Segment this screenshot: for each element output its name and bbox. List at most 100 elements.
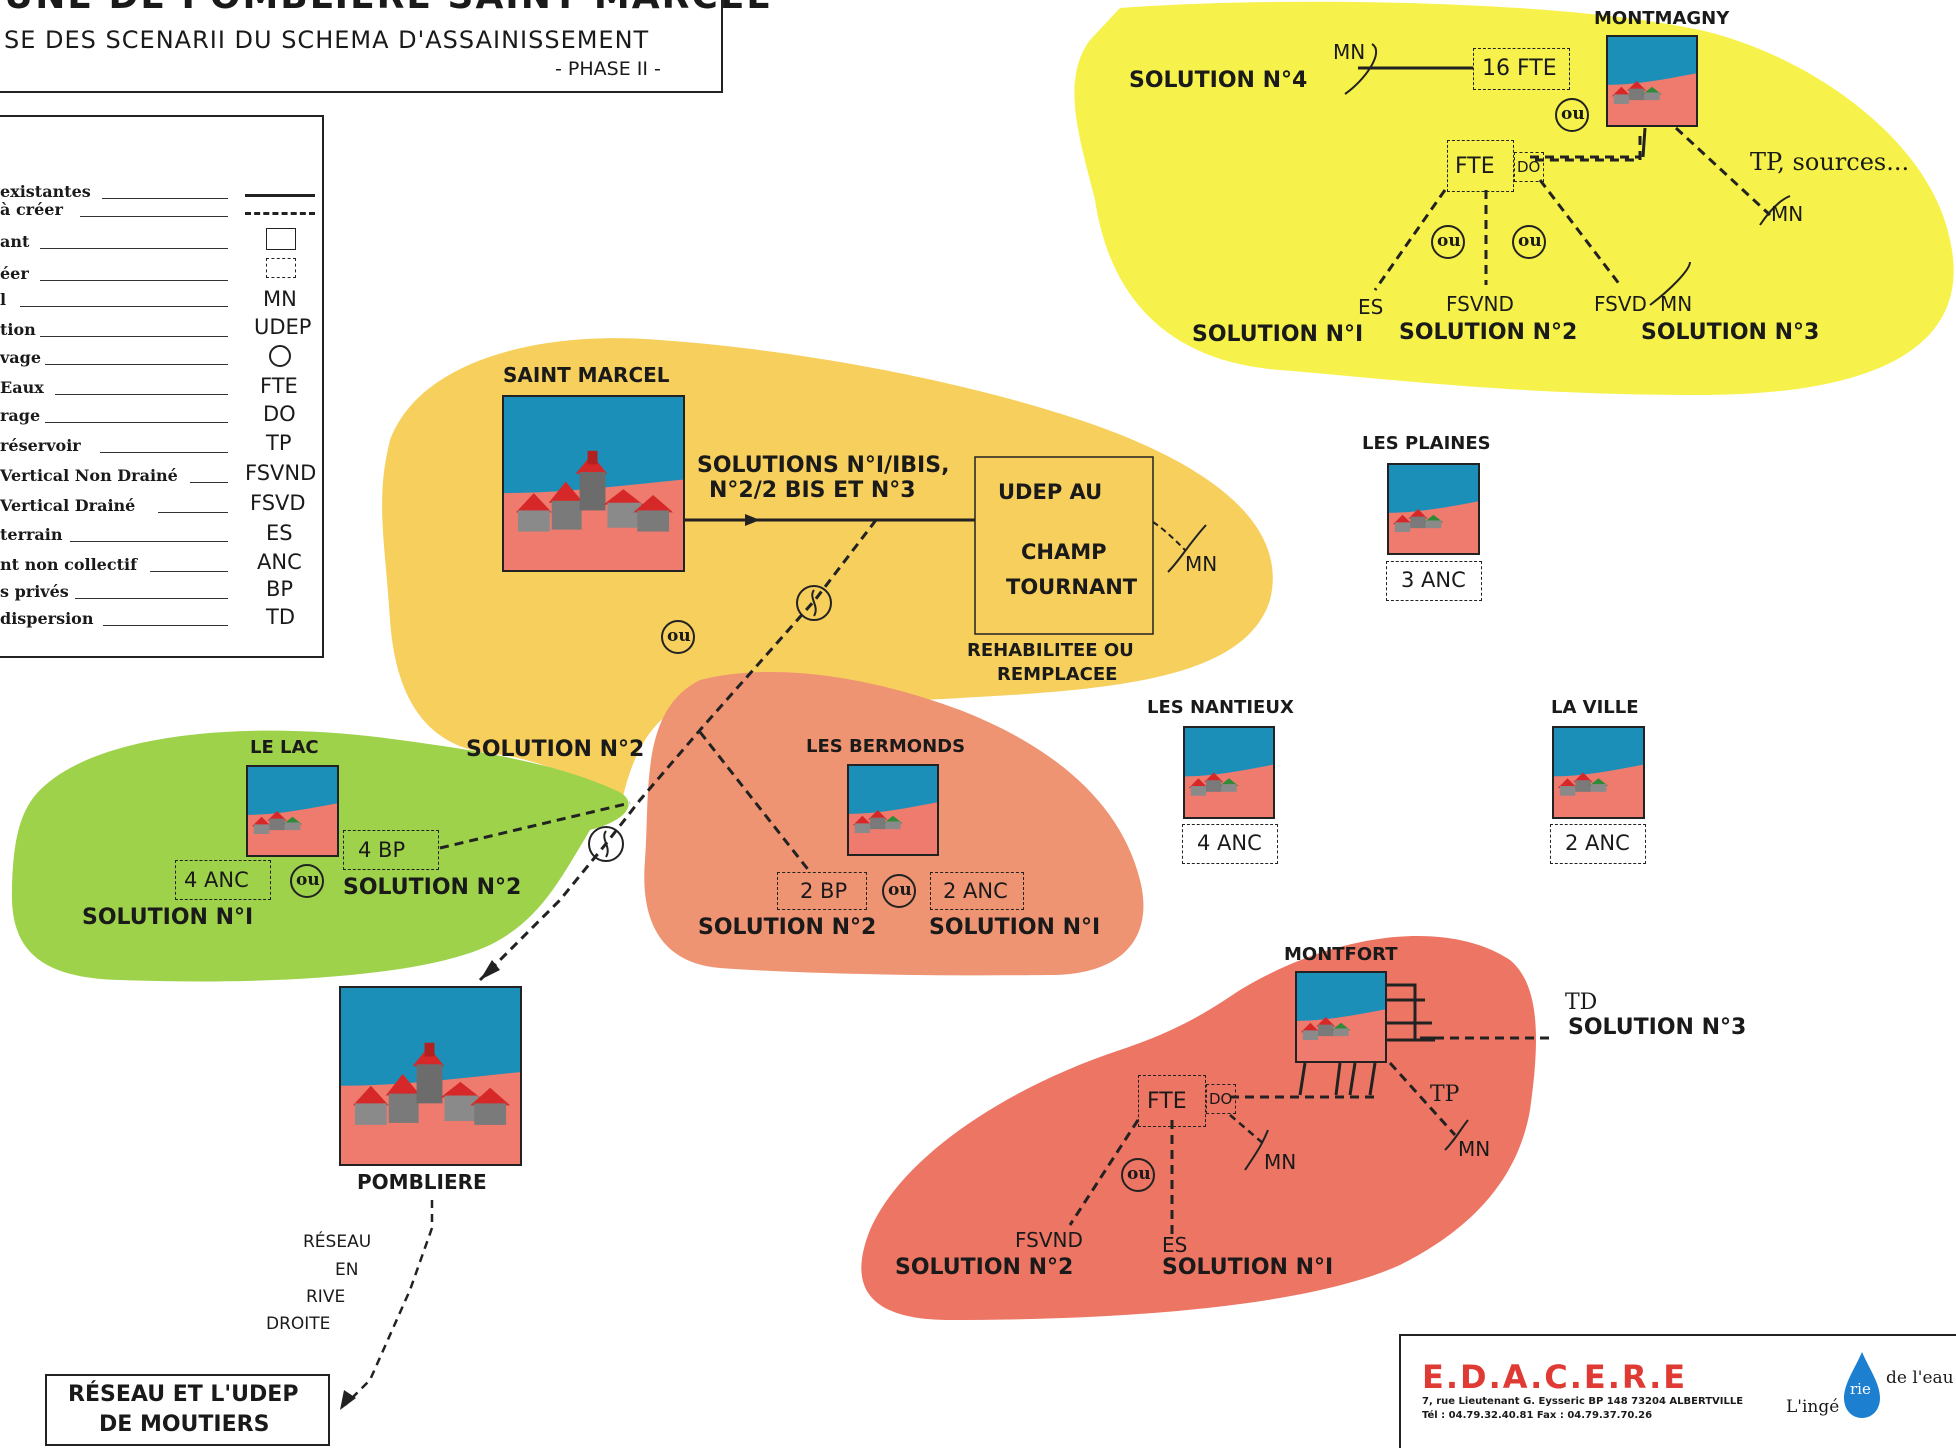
montmagny-mn3: MN (1660, 292, 1693, 316)
montmagny-sol2: SOLUTION N°2 (1399, 320, 1578, 345)
legend-abbr: UDEP (254, 315, 312, 339)
village-icon-les-plaines (1387, 463, 1480, 555)
ou-circle: ou (290, 864, 324, 898)
montfort-mn1: MN (1264, 1150, 1297, 1174)
legend-label: à créer (0, 200, 63, 219)
legend-abbr: BP (266, 577, 294, 601)
legend-abbr: TP (266, 431, 292, 455)
legend-label: dispersion (0, 609, 94, 628)
village-icon-les-nantieux (1183, 726, 1275, 819)
udep-mn: MN (1185, 552, 1218, 576)
montfort-fsvnd: FSVND (1015, 1228, 1083, 1252)
la-ville-anc-box: 2 ANC (1550, 824, 1646, 864)
legend-label: vage (0, 348, 42, 367)
legend-label: rage (0, 406, 41, 425)
existing-line-symbol (245, 194, 315, 197)
legend-label: nt non collectif (0, 555, 137, 574)
legend-abbr: FTE (260, 374, 298, 398)
ou-circle: ou (661, 620, 695, 654)
reseau-line4: DROITE (266, 1314, 331, 1334)
village-icon-pombliere (339, 986, 522, 1166)
legend-abbr: TD (266, 605, 295, 629)
slogan-part-b: rie (1850, 1380, 1871, 1398)
valve-icon (269, 345, 291, 367)
village-icon-montfort (1295, 971, 1387, 1063)
plaines-anc-box: 3 ANC (1386, 561, 1482, 601)
legend-abbr: FSVD (250, 491, 306, 515)
legend-abbr: FSVND (245, 461, 317, 485)
ou-circle: ou (1512, 225, 1546, 259)
la-ville-label: LA VILLE (1551, 697, 1639, 718)
legend-label: terrain (0, 525, 63, 544)
saint-marcel-label: SAINT MARCEL (503, 363, 670, 387)
header-subtitle: SE DES SCENARII DU SCHEMA D'ASSAINISSEME… (4, 26, 650, 54)
montfort-sol1: SOLUTION N°I (1162, 1255, 1334, 1280)
montfort-fte-box: FTE (1138, 1075, 1206, 1127)
montmagny-sol1: SOLUTION N°I (1192, 322, 1364, 347)
saint-marcel-solution2: SOLUTION N°2 (466, 737, 645, 762)
reseau-line1: RÉSEAU (303, 1232, 372, 1252)
legend-label: Eaux (0, 378, 44, 397)
montmagny-do-box: DO (1514, 152, 1544, 182)
village-icon-le-lac (246, 765, 339, 857)
legend-abbr: DO (263, 402, 296, 426)
legend-label: tion (0, 320, 36, 339)
montfort-label: MONTFORT (1284, 944, 1398, 965)
legend-label: Vertical Drainé (0, 496, 136, 515)
udep-line3: TOURNANT (1006, 575, 1138, 599)
montmagny-sol3: SOLUTION N°3 (1641, 320, 1820, 345)
le-lac-label: LE LAC (250, 737, 319, 758)
zone-montmagny (1074, 1, 1954, 396)
le-lac-sol1: SOLUTION N°I (82, 905, 254, 930)
legend-label: Vertical Non Drainé (0, 466, 178, 485)
legend-abbr: ANC (257, 550, 302, 574)
saint-marcel-solutions-line1: SOLUTIONS N°I/IBIS, (697, 453, 950, 478)
bermonds-sol2: SOLUTION N°2 (698, 915, 877, 940)
reseau-line3: RIVE (306, 1287, 346, 1307)
bermonds-bp-box: 2 BP (777, 872, 867, 910)
montfort-sol3: SOLUTION N°3 (1568, 1015, 1747, 1040)
udep-line1: UDEP AU (998, 480, 1103, 504)
montfort-do-box: DO (1206, 1084, 1236, 1114)
moutiers-line1: RÉSEAU ET L'UDEP (68, 1382, 299, 1407)
montmagny-tp-sources: TP, sources... (1750, 148, 1910, 176)
les-nantieux-label: LES NANTIEUX (1147, 697, 1294, 718)
company-name: E.D.A.C.E.R.E (1422, 1358, 1688, 1396)
montmagny-fsvd: FSVD (1594, 292, 1647, 316)
water-drop-logo (1844, 1352, 1880, 1418)
legend-label: éer (0, 264, 29, 283)
legend-label: ant (0, 232, 30, 251)
company-phones: Tél : 04.79.32.40.81 Fax : 04.79.37.70.2… (1422, 1410, 1653, 1421)
legend-label: existantes (0, 182, 91, 201)
ou-circle: ou (882, 874, 916, 908)
le-lac-anc-box: 4 ANC (175, 860, 271, 900)
company-address: 7, rue Lieutenant G. Eysseric BP 148 732… (1422, 1396, 1744, 1407)
reseau-line2: EN (335, 1260, 359, 1280)
montmagny-solution4: SOLUTION N°4 (1129, 68, 1308, 93)
header-title: UNE DE POMBLIERE SAINT MARCEL (4, 0, 771, 17)
moutiers-line2: DE MOUTIERS (99, 1412, 270, 1437)
legend-label: réservoir (0, 436, 81, 455)
legend-label: l (0, 290, 7, 309)
ou-circle: ou (1431, 225, 1465, 259)
legend: existantes à créer ant éer l tion vage E… (0, 116, 323, 657)
les-bermonds-label: LES BERMONDS (806, 736, 966, 757)
planned-box-symbol (266, 258, 296, 278)
montmagny-fte16-box: 16 FTE (1473, 48, 1570, 90)
saint-marcel-solutions-line2: N°2/2 BIS ET N°3 (709, 478, 916, 503)
le-lac-bp-box: 4 BP (343, 830, 439, 870)
montmagny-es: ES (1358, 295, 1384, 319)
montmagny-label: MONTMAGNY (1594, 8, 1730, 29)
montmagny-mn2: MN (1771, 202, 1804, 226)
slogan-part-c: de l'eau (1886, 1368, 1954, 1388)
bermonds-anc-box: 2 ANC (930, 872, 1024, 910)
montmagny-fte-box: FTE (1447, 140, 1514, 192)
village-icon-montmagny (1606, 35, 1698, 127)
rehab-line1: REHABILITEE OU (967, 640, 1134, 661)
village-icon-la-ville (1552, 726, 1645, 819)
village-icon-les-bermonds (847, 764, 939, 856)
montfort-sol2: SOLUTION N°2 (895, 1255, 1074, 1280)
ou-circle: ou (1555, 98, 1589, 132)
montmagny-fte16: 16 FTE (1482, 56, 1557, 81)
